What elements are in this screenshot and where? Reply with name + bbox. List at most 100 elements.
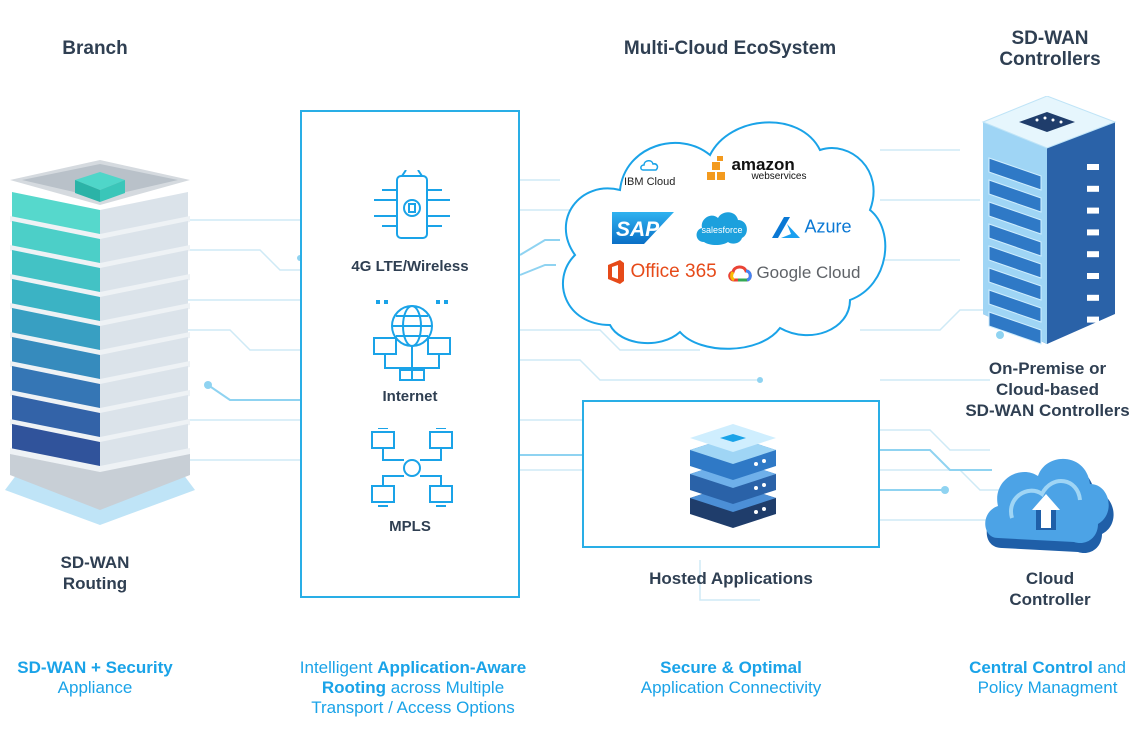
controller-server-icon — [981, 96, 1117, 345]
office-icon — [608, 260, 624, 284]
server-led — [1087, 273, 1099, 279]
building-floor-right — [100, 366, 188, 410]
cloud-controller-label-line1: Cloud — [1025, 569, 1075, 588]
controllers-desc-line2: Cloud-based — [996, 380, 1099, 399]
server-stack-icon — [690, 424, 776, 528]
footer-col3-bold: Secure & Optimal — [660, 658, 802, 677]
building-floor-band — [10, 448, 190, 472]
building-floor-left — [12, 366, 100, 410]
sap-logo: SAP — [612, 212, 674, 249]
footer-caption-hosted: Secure & Optimal Application Connectivit… — [600, 658, 862, 698]
server-slot — [988, 223, 1042, 257]
ibm-cloud-icon — [639, 160, 658, 171]
sap-shape-icon: SAP — [612, 212, 674, 244]
smartphone-icon — [374, 170, 450, 239]
office365-logo: Office 365 — [606, 260, 717, 284]
server-led — [1087, 207, 1099, 214]
footer-caption-transport: Intelligent Application-Aware Rooting ac… — [262, 658, 564, 718]
server-led — [1087, 185, 1099, 192]
cloud-logos: IBM Cloud amazon webservices SAP salesfo… — [550, 100, 890, 370]
server-slot — [988, 179, 1042, 213]
transport-box: 4G LTE/Wireless Internet MPLS — [300, 110, 520, 598]
footer-col4-post1: and — [1092, 658, 1126, 677]
building-floor-left — [12, 192, 100, 236]
branch-building-icon — [5, 160, 195, 525]
cloud-title: Multi-Cloud EcoSystem — [623, 38, 837, 59]
building-floor-right — [100, 424, 188, 468]
azure-icon — [772, 217, 800, 238]
globe-network-icon — [373, 300, 451, 381]
branch-device-label: SD-WAN Routing — [30, 552, 160, 594]
building-floor-left — [12, 279, 100, 323]
building-floor-left — [12, 395, 100, 439]
controllers-title-line1: SD-WAN — [1011, 28, 1089, 49]
building-floor-left — [12, 337, 100, 381]
building-floor-right — [100, 337, 188, 381]
azure-logo: Azure — [772, 216, 851, 238]
building-floor-right — [100, 221, 188, 265]
server-slot — [988, 267, 1042, 301]
google-cloud-text: Google Cloud — [756, 263, 861, 282]
building-floor-left — [12, 308, 100, 352]
building-floor-left — [12, 221, 100, 265]
building-floor-right — [100, 192, 188, 236]
amazon-logo: amazon webservices — [705, 156, 806, 186]
branch-device-label-line2: Routing — [62, 574, 128, 593]
transport-label-mpls: MPLS — [389, 518, 431, 535]
server-led — [1087, 229, 1099, 236]
building-floor-right — [100, 395, 188, 439]
footer-col2-line3: Transport / Access Options — [311, 698, 515, 717]
office365-text: Office 365 — [630, 261, 717, 282]
branch-device-label-line1: SD-WAN — [60, 553, 130, 572]
building-floor-right — [100, 279, 188, 323]
controllers-desc-line1: On-Premise or — [988, 359, 1107, 378]
google-cloud-icon — [728, 265, 752, 282]
controllers-title-line2: Controllers — [999, 49, 1101, 70]
footer-col1-line2: Appliance — [57, 678, 133, 697]
ibm-cloud-logo: IBM Cloud — [624, 158, 675, 190]
mpls-network-icon — [371, 428, 453, 507]
footer-caption-controllers: Central Control and Policy Managment — [950, 658, 1145, 698]
server-led — [1087, 164, 1099, 170]
aws-subtext: webservices — [751, 171, 807, 182]
cloud-controller-icon — [985, 458, 1114, 554]
salesforce-logo: salesforce — [694, 208, 750, 251]
google-cloud-logo: Google Cloud — [728, 263, 860, 283]
building-floor-right — [100, 308, 188, 352]
footer-col2-post2: across Multiple — [386, 678, 505, 697]
building-floor-left — [12, 250, 100, 294]
server-led — [1087, 251, 1099, 258]
transport-label-lte: 4G LTE/Wireless — [351, 258, 469, 275]
salesforce-text: salesforce — [701, 225, 742, 235]
server-slot — [988, 245, 1042, 279]
server-slot — [988, 289, 1042, 323]
hosted-apps-label: Hosted Applications — [649, 569, 813, 588]
server-led — [1087, 294, 1099, 301]
controllers-title: SD-WAN Controllers — [960, 28, 1140, 70]
cloud-controller-label: Cloud Controller — [960, 568, 1140, 610]
server-slot — [988, 311, 1042, 345]
footer-col1-bold: SD-WAN + Security — [17, 658, 173, 677]
server-slot — [988, 157, 1042, 191]
building-floor-right — [100, 250, 188, 294]
footer-caption-branch: SD-WAN + Security Appliance — [0, 658, 190, 698]
controllers-desc-line3: SD-WAN Controllers — [965, 401, 1130, 420]
cloud-controller-label-line2: Controller — [1009, 590, 1091, 609]
ibm-cloud-text: IBM Cloud — [624, 176, 676, 188]
hosted-apps-box — [582, 400, 880, 548]
branch-title: Branch — [62, 38, 128, 59]
footer-col2-pre: Intelligent — [299, 658, 378, 677]
sap-text: SAP — [616, 218, 660, 241]
footer-col2-bold1: Application-Aware — [377, 658, 527, 677]
azure-text: Azure — [804, 216, 852, 237]
footer-col2-bold2: Rooting — [321, 678, 387, 697]
aws-boxes-icon — [707, 156, 725, 180]
salesforce-cloud-icon: salesforce — [696, 212, 747, 245]
transport-label-internet: Internet — [382, 388, 438, 405]
footer-col3-line2: Application Connectivity — [640, 678, 822, 697]
controllers-desc: On-Premise or Cloud-based SD-WAN Control… — [950, 358, 1145, 421]
footer-col4-bold: Central Control — [969, 658, 1093, 677]
server-led — [1087, 316, 1099, 323]
footer-col4-line2: Policy Managment — [977, 678, 1118, 697]
